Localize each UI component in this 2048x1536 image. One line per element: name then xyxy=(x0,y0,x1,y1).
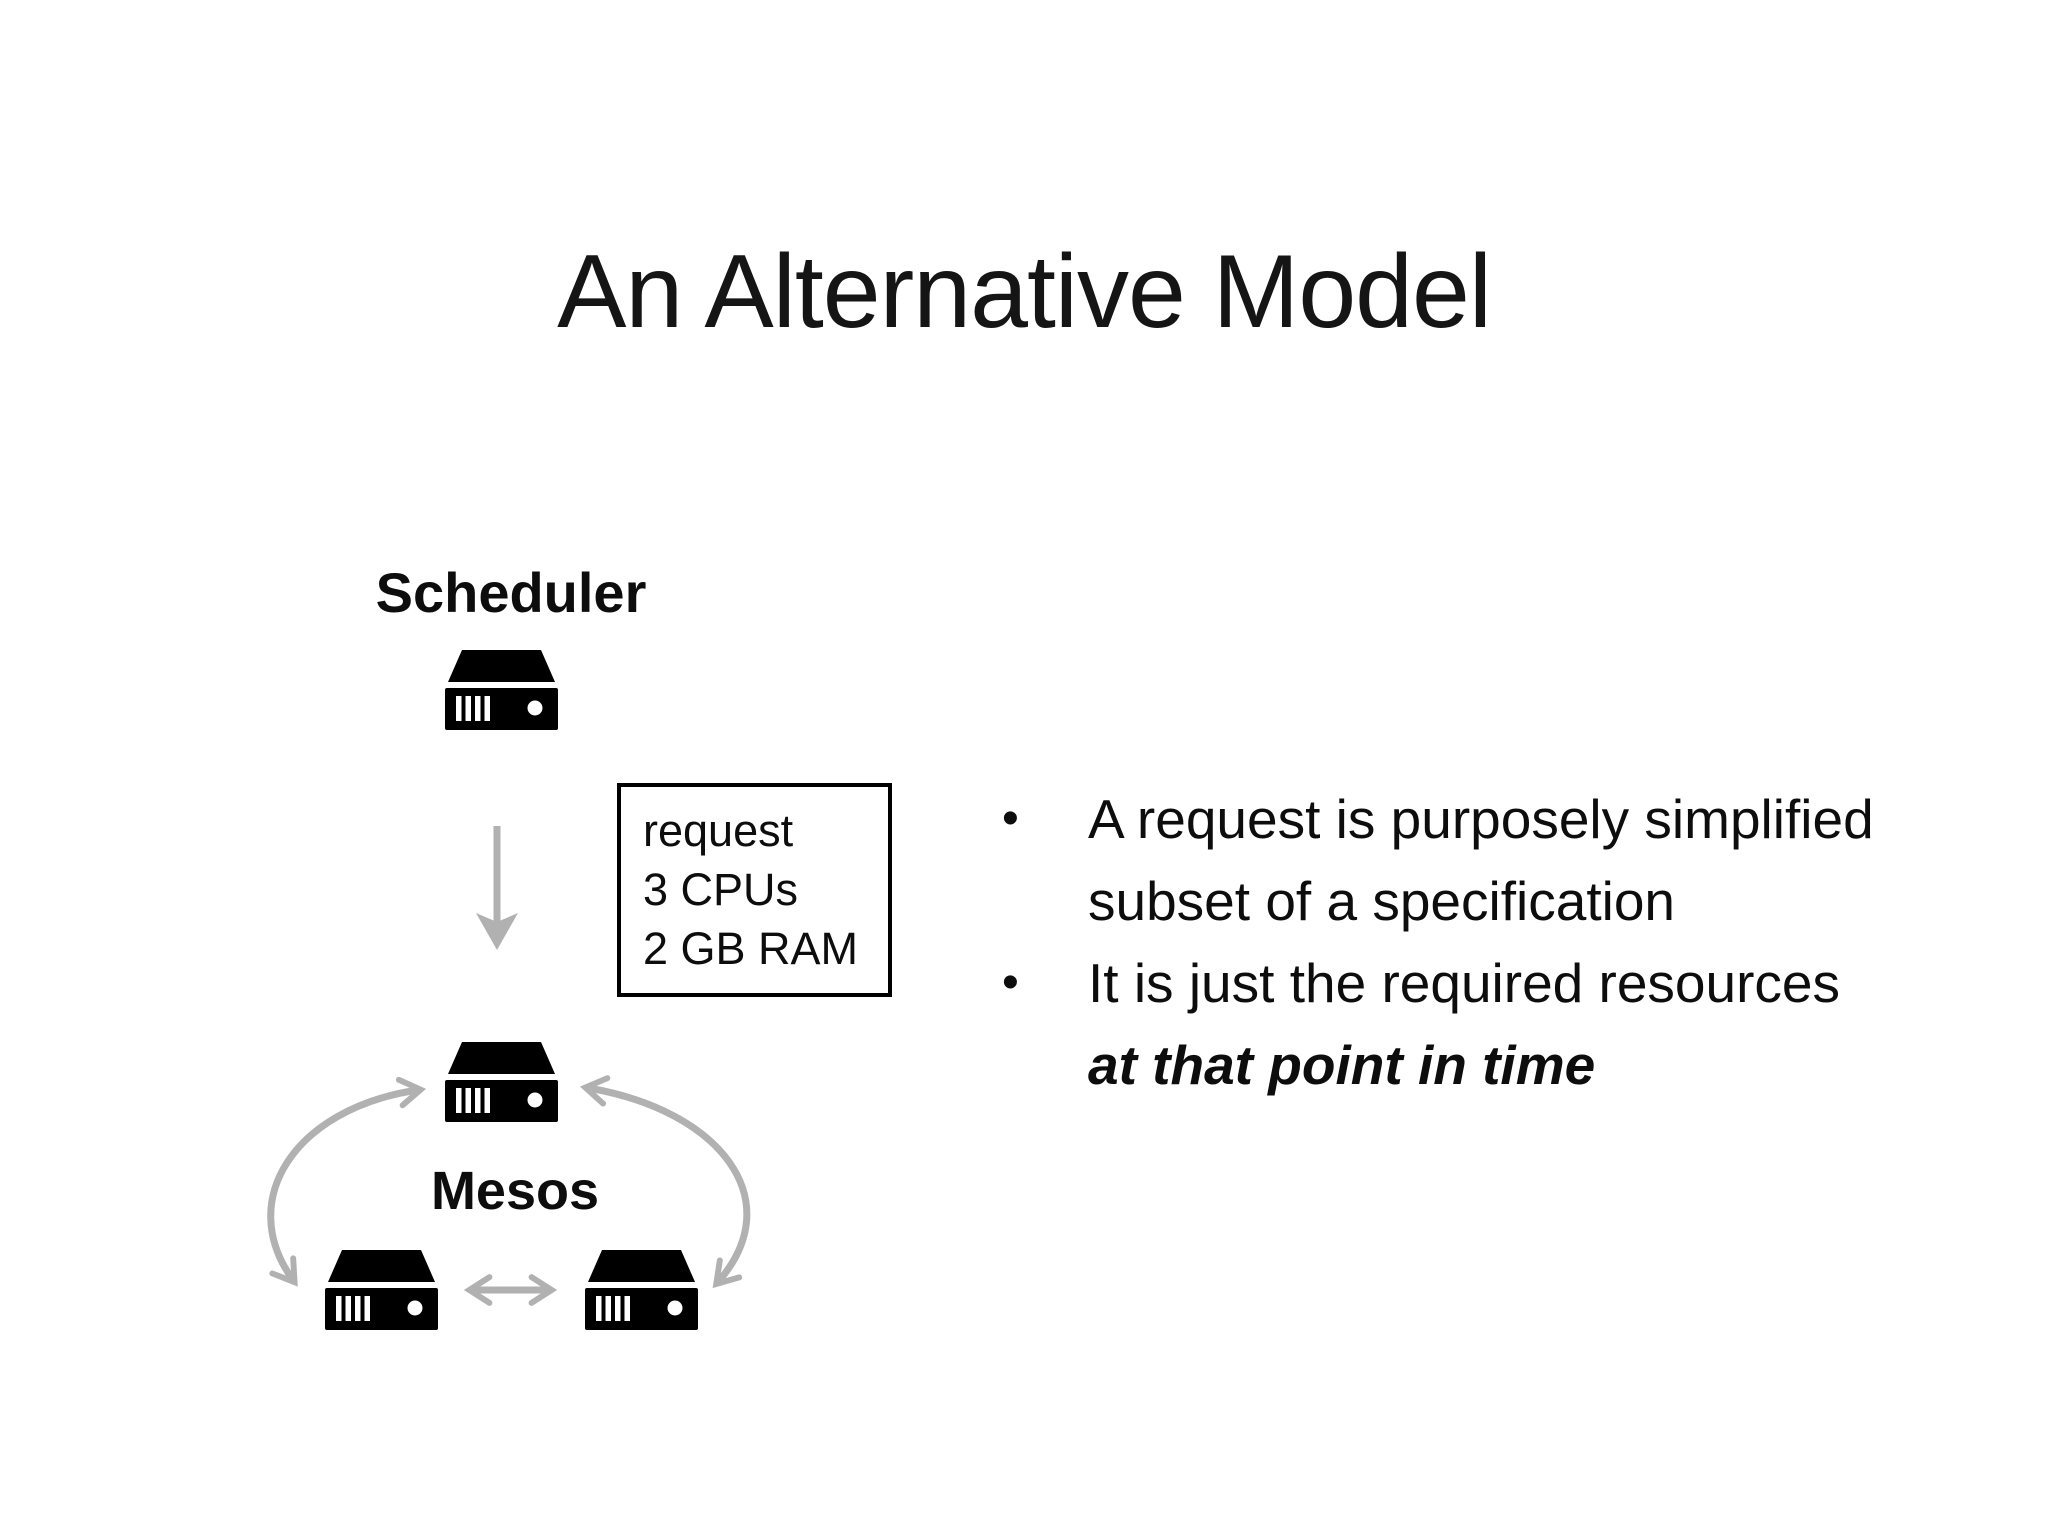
bullet-1-line-1: A request is purposely simplified xyxy=(1088,788,1874,850)
slide-title: An Alternative Model xyxy=(557,234,1492,350)
bullet-text: A request is purposely simplified subset… xyxy=(1088,778,2048,942)
scheduler-server-icon xyxy=(445,650,558,730)
mesos-top-server-icon xyxy=(445,1042,558,1122)
bullet-2-line-1: It is just the required resources xyxy=(1088,952,1841,1014)
left-curved-double-arrow-icon xyxy=(267,1076,427,1287)
bullet-item: • A request is purposely simplified subs… xyxy=(1002,778,2048,942)
bullet-item: • It is just the required resources at t… xyxy=(1002,942,2048,1106)
right-curved-double-arrow-icon xyxy=(579,1075,751,1289)
mesos-right-server-icon xyxy=(585,1250,698,1330)
bullet-2-line-2-emphasis: at that point in time xyxy=(1088,1034,1596,1096)
request-box: request 3 CPUs 2 GB RAM xyxy=(617,783,892,997)
request-box-line2: 3 CPUs xyxy=(643,864,799,915)
bullet-list: • A request is purposely simplified subs… xyxy=(1002,778,2048,1106)
request-box-line1: request xyxy=(643,805,794,856)
cluster-arrows xyxy=(267,1075,751,1306)
bullet-marker: • xyxy=(1002,956,1019,1009)
mesos-label: Mesos xyxy=(430,1161,600,1221)
request-box-line3: 2 GB RAM xyxy=(643,923,859,974)
bullet-1-line-2: subset of a specification xyxy=(1088,870,1676,932)
bullet-text: It is just the required resources at tha… xyxy=(1088,942,2048,1106)
scheduler-label: Scheduler xyxy=(375,561,647,624)
down-arrow-icon xyxy=(476,826,518,950)
mesos-left-server-icon xyxy=(325,1250,438,1330)
bullet-marker: • xyxy=(1002,792,1019,845)
